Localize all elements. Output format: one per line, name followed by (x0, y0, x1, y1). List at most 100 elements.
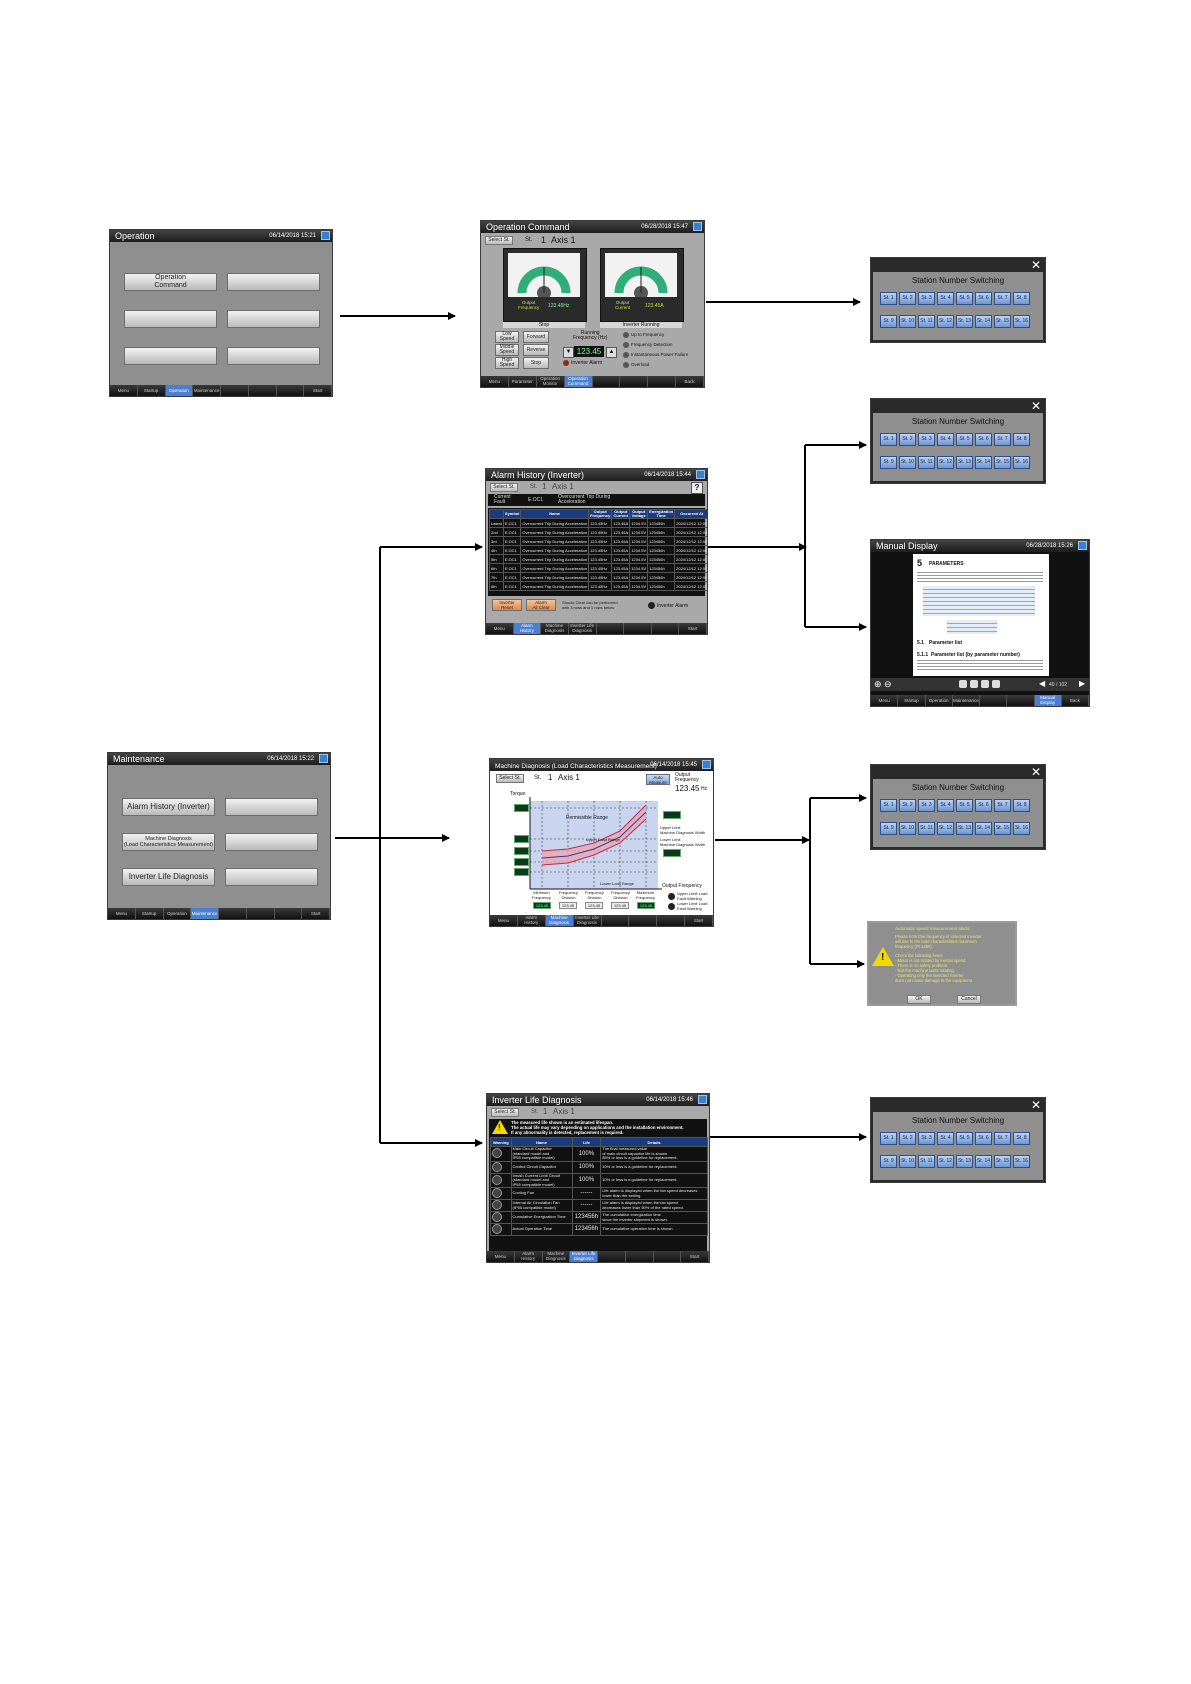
nav-empty-1[interactable] (980, 695, 1008, 706)
station-button-7[interactable]: St. 7 (994, 1132, 1011, 1145)
auto-measure-button[interactable]: Auto Measure (646, 774, 670, 785)
window-icon[interactable] (702, 760, 711, 769)
station-button-7[interactable]: St. 7 (994, 292, 1011, 305)
station-button-6[interactable]: St. 6 (975, 1132, 992, 1145)
nav-empty-3[interactable] (648, 376, 677, 387)
middle-speed-button[interactable]: Middle Speed (495, 344, 519, 356)
close-icon[interactable]: ✕ (1030, 399, 1041, 413)
nav-alarm-history[interactable]: Alarm History (Inverter) (515, 1251, 543, 1262)
nav-back[interactable]: Back (676, 376, 704, 387)
nav-start[interactable]: Start (302, 908, 330, 919)
nav-maintenance[interactable]: Maintenance (193, 385, 221, 396)
zoom-in-icon[interactable]: ⊕ (874, 679, 882, 689)
station-button-14[interactable]: St. 14 (975, 456, 992, 469)
station-button-14[interactable]: St. 14 (975, 315, 992, 328)
station-button-9[interactable]: St. 9 (880, 315, 897, 328)
station-button-1[interactable]: St. 1 (880, 433, 897, 446)
nav-empty-3[interactable] (275, 908, 303, 919)
station-button-14[interactable]: St. 14 (975, 822, 992, 835)
station-button-12[interactable]: St. 12 (937, 456, 954, 469)
station-button-13[interactable]: St. 13 (956, 315, 973, 328)
station-button-3[interactable]: St. 3 (918, 1132, 935, 1145)
cancel-button[interactable]: Cancel (957, 995, 981, 1004)
nav-menu[interactable]: Menu (486, 623, 514, 634)
station-button-10[interactable]: St. 10 (899, 1155, 916, 1168)
machine-diagnosis-button[interactable]: Machine Diagnosis (Load Characteristics … (122, 833, 215, 851)
station-button-14[interactable]: St. 14 (975, 1155, 992, 1168)
window-icon[interactable] (1078, 541, 1087, 550)
nav-empty-1[interactable] (598, 1251, 626, 1262)
station-button-12[interactable]: St. 12 (937, 822, 954, 835)
nav-maintenance[interactable]: Maintenance (953, 695, 980, 706)
running-frequency-value[interactable]: 123.45 (574, 346, 604, 357)
station-button-5[interactable]: St. 5 (956, 433, 973, 446)
nav-empty-2[interactable] (1007, 695, 1035, 706)
station-button-8[interactable]: St. 8 (1013, 292, 1030, 305)
menu-button-6[interactable] (227, 347, 320, 365)
nav-empty-1[interactable] (597, 623, 625, 634)
nav-empty-1[interactable] (221, 385, 249, 396)
station-button-16[interactable]: St. 16 (1013, 315, 1030, 328)
station-button-1[interactable]: St. 1 (880, 799, 897, 812)
station-button-11[interactable]: St. 11 (918, 456, 935, 469)
nav-menu[interactable]: Menu (871, 695, 899, 706)
station-button-9[interactable]: St. 9 (880, 822, 897, 835)
close-icon[interactable]: ✕ (1030, 258, 1041, 272)
window-icon[interactable] (693, 222, 702, 231)
station-button-16[interactable]: St. 16 (1013, 456, 1030, 469)
alarm-history-button[interactable]: Alarm History (Inverter) (122, 798, 215, 816)
window-icon[interactable] (319, 754, 328, 763)
station-button-8[interactable]: St. 8 (1013, 433, 1030, 446)
station-button-1[interactable]: St. 1 (880, 292, 897, 305)
station-button-15[interactable]: St. 15 (994, 1155, 1011, 1168)
nav-manual-display[interactable]: Manual Display (1034, 695, 1062, 706)
nav-machine-diagnosis[interactable]: Machine Diagnosis (543, 1251, 571, 1262)
nav-empty-2[interactable] (629, 915, 658, 926)
prev-page-icon[interactable]: ◀ (1039, 679, 1046, 688)
up-icon[interactable] (970, 680, 978, 688)
decrease-arrow-icon[interactable]: ▼ (563, 347, 574, 358)
nav-operation-command[interactable]: Operation Command (564, 376, 593, 387)
nav-menu[interactable]: Menu (108, 908, 136, 919)
select-station-button[interactable]: Select St. (496, 774, 524, 783)
station-button-1[interactable]: St. 1 (880, 1132, 897, 1145)
nav-operation[interactable]: Operation (165, 385, 194, 396)
nav-empty-2[interactable] (620, 376, 649, 387)
stop-button[interactable]: Stop (523, 357, 549, 369)
station-button-10[interactable]: St. 10 (899, 315, 916, 328)
station-button-3[interactable]: St. 3 (918, 292, 935, 305)
nav-parameter[interactable]: Parameter (509, 376, 537, 387)
nav-machine-diagnosis[interactable]: Machine Diagnosis (545, 915, 574, 926)
nav-back[interactable]: Back (1062, 695, 1089, 706)
help-icon[interactable]: ? (691, 482, 703, 494)
nav-maintenance[interactable]: Maintenance (191, 908, 219, 919)
alarm-all-clear-button[interactable]: Alarm All Clear (526, 599, 556, 611)
nav-machine-diagnosis[interactable]: Machine Diagnosis (541, 623, 569, 634)
menu-button-5[interactable] (124, 347, 217, 365)
station-button-6[interactable]: St. 6 (975, 292, 992, 305)
menu-button-3[interactable] (124, 310, 217, 328)
station-button-8[interactable]: St. 8 (1013, 1132, 1030, 1145)
inverter-reset-button[interactable]: Inverter Reset (492, 599, 522, 611)
station-button-12[interactable]: St. 12 (937, 315, 954, 328)
nav-start[interactable]: Start (304, 385, 332, 396)
operation-command-button[interactable]: Operation Command (124, 273, 217, 291)
station-button-16[interactable]: St. 16 (1013, 1155, 1030, 1168)
station-button-5[interactable]: St. 5 (956, 1132, 973, 1145)
station-button-10[interactable]: St. 10 (899, 822, 916, 835)
nav-inverter-life[interactable]: Inverter Life Diagnosis (569, 623, 597, 634)
station-button-13[interactable]: St. 13 (956, 1155, 973, 1168)
low-speed-button[interactable]: Low Speed (495, 331, 519, 343)
station-button-6[interactable]: St. 6 (975, 433, 992, 446)
station-button-11[interactable]: St. 11 (918, 315, 935, 328)
nav-alarm-history[interactable]: Alarm History (Inverter) (518, 915, 546, 926)
nav-menu[interactable]: Menu (490, 915, 518, 926)
jump-icon[interactable] (992, 680, 1000, 688)
